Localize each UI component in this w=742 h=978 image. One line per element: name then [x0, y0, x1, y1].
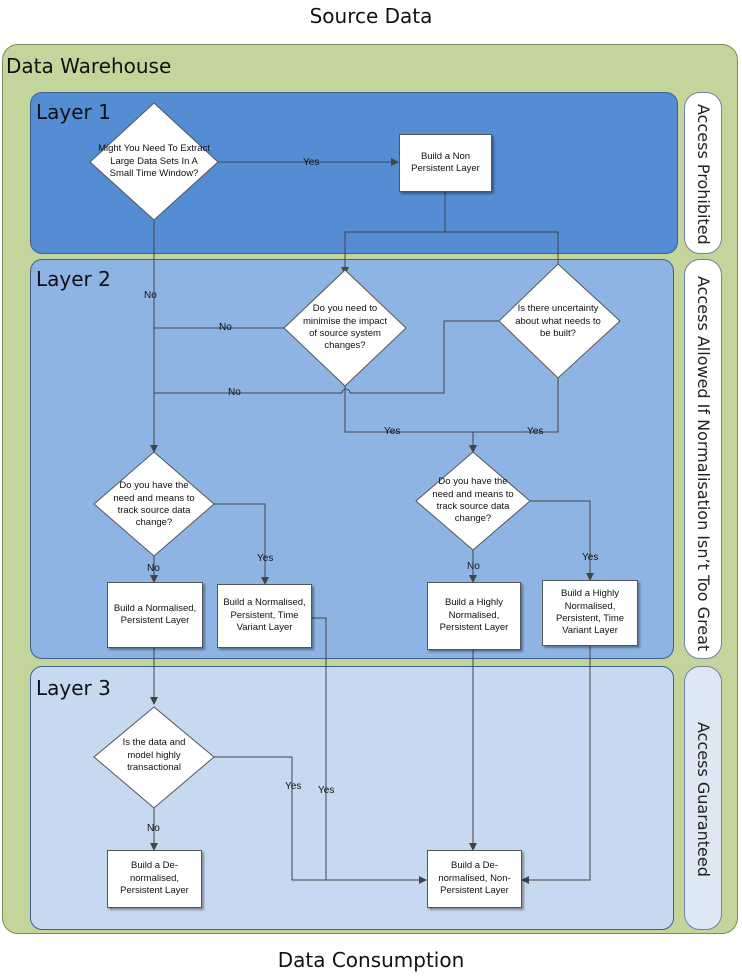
- decision-extract-large-data: Might You Need To Extract Large Data Set…: [98, 143, 210, 180]
- decision-track-source-change-right: Do you have the need and means to track …: [432, 476, 514, 525]
- build-normalised-persistent-box: Build a Normalised, Persistent Layer: [107, 582, 203, 648]
- decision-d5-shape: [415, 451, 531, 551]
- decision-d4-shape: [93, 451, 215, 557]
- decision-d6-shape: [93, 706, 215, 809]
- build-highly-normalised-persistent-box: Build a Highly Normalised, Persistent La…: [427, 582, 521, 650]
- access-panel-3: [684, 666, 722, 930]
- yes-label-time-variant: Yes: [318, 785, 335, 796]
- yes-label-d6: Yes: [285, 781, 302, 792]
- no-label-d2: No: [219, 322, 232, 333]
- data-warehouse-title: Data Warehouse: [6, 54, 172, 78]
- decision-d3-shape: [498, 263, 621, 379]
- yes-label-d2: Yes: [384, 426, 401, 437]
- access-panel-1: [684, 92, 722, 254]
- build-non-persistent-layer-box: Build a Non Persistent Layer: [399, 134, 492, 192]
- data-consumption-title: Data Consumption: [277, 948, 465, 972]
- yes-label-d3: Yes: [527, 426, 544, 437]
- build-normalised-time-variant-box: Build a Normalised, Persistent, Time Var…: [217, 584, 312, 648]
- access-panel-2: [684, 259, 722, 659]
- build-denormalised-persistent-box: Build a De-normalised, Persistent Layer: [107, 850, 202, 908]
- build-highly-normalised-time-variant-box: Build a Highly Normalised, Persistent, T…: [542, 580, 638, 646]
- decision-minimise-impact: Do you need to minimise the impact of so…: [303, 303, 387, 352]
- decision-d2-shape: [283, 269, 407, 387]
- no-label-d5: No: [467, 561, 480, 572]
- layer-1-title: Layer 1: [36, 100, 111, 124]
- decision-track-source-change-left: Do you have the need and means to track …: [113, 480, 195, 529]
- yes-label-d5: Yes: [582, 552, 599, 563]
- decision-highly-transactional: Is the data and model highly transaction…: [122, 737, 186, 774]
- yes-label-d1: Yes: [303, 157, 320, 168]
- decision-uncertainty: Is there uncertainty about what needs to…: [515, 303, 601, 340]
- source-data-title: Source Data: [309, 4, 433, 28]
- decision-d1-shape: [89, 102, 219, 221]
- no-label-d1: No: [144, 290, 157, 301]
- layer-2-title: Layer 2: [36, 267, 111, 291]
- yes-label-d4: Yes: [257, 553, 274, 564]
- no-label-d6: No: [147, 823, 160, 834]
- layer-3-title: Layer 3: [36, 676, 111, 700]
- build-denormalised-non-persistent-box: Build a De-normalised, Non-Persistent La…: [427, 850, 522, 908]
- no-label-d4: No: [147, 563, 160, 574]
- no-label-d3: No: [228, 387, 241, 398]
